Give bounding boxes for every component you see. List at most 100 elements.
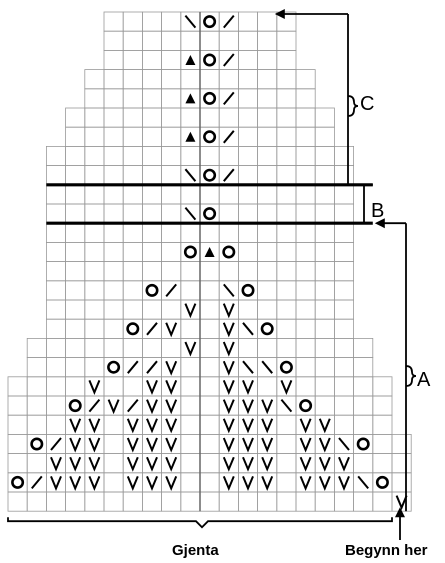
grid-cell	[199, 414, 220, 435]
grid-cell	[257, 11, 278, 32]
grid-cell	[276, 222, 297, 243]
start-here-label: Begynn her	[345, 542, 428, 559]
yarn-over-symbol	[299, 399, 313, 413]
grid-cell	[353, 376, 374, 397]
v-stitch-symbol	[242, 418, 254, 434]
grid-cell	[353, 357, 374, 378]
grid-cell	[314, 491, 335, 512]
knit-2-tog-symbol	[223, 283, 235, 298]
start-arrowhead	[395, 507, 405, 518]
v-stitch-symbol	[338, 456, 350, 472]
grid-cell	[199, 184, 220, 205]
v-stitch-symbol	[395, 495, 408, 511]
yarn-over-symbol	[241, 283, 255, 297]
grid-cell	[199, 357, 220, 378]
grid-cell	[122, 203, 143, 224]
v-stitch-symbol	[338, 476, 350, 491]
grid-cell	[122, 222, 143, 243]
v-stitch-symbol	[146, 399, 158, 415]
grid-cell	[161, 337, 182, 358]
v-stitch-symbol	[165, 418, 178, 434]
v-stitch-symbol	[126, 437, 139, 453]
grid-cell	[141, 126, 162, 147]
v-stitch-symbol	[69, 418, 82, 434]
grid-cell	[122, 337, 143, 358]
v-stitch-symbol	[50, 456, 62, 472]
grid-cell	[180, 222, 201, 243]
grid-cell	[295, 491, 316, 512]
grid-cell	[65, 165, 86, 186]
v-stitch-symbol	[50, 476, 62, 491]
grid-cell	[122, 50, 143, 71]
slip-knit-pass-symbol	[127, 398, 139, 413]
slip-knit-pass-symbol	[88, 398, 101, 413]
grid-cell	[372, 433, 393, 454]
grid-cell	[46, 165, 67, 186]
grid-cell	[372, 453, 393, 474]
grid-cell	[199, 69, 220, 90]
grid-cell	[237, 491, 258, 512]
chart-symbols	[11, 14, 408, 511]
grid-cell	[26, 414, 47, 435]
grid-cell	[257, 203, 278, 224]
grid-cell	[103, 222, 124, 243]
grid-cell	[84, 280, 105, 301]
knit-2-tog-symbol	[261, 360, 273, 374]
v-stitch-symbol	[88, 418, 101, 434]
slip-knit-pass-symbol	[223, 14, 235, 29]
grid-cell	[180, 491, 201, 512]
grid-cell	[314, 376, 335, 397]
grid-cell	[122, 145, 143, 166]
grid-cell	[26, 376, 47, 397]
grid-cell	[65, 357, 86, 378]
grid-cell	[333, 241, 354, 262]
grid-cell	[103, 491, 124, 512]
grid-cell	[257, 107, 278, 128]
grid-cell	[84, 299, 105, 320]
grid-cell	[199, 222, 220, 243]
yarn-over-symbol	[107, 360, 121, 374]
grid-cell	[314, 107, 335, 128]
grid-cell	[372, 395, 393, 416]
grid-cell	[276, 126, 297, 147]
grid-cell	[276, 241, 297, 262]
grid-cell	[237, 203, 258, 224]
grid-cell	[276, 357, 297, 378]
grid-cell	[295, 88, 316, 109]
grid-cell	[122, 318, 143, 339]
grid-cell	[161, 241, 182, 262]
grid-cell	[199, 50, 220, 71]
chart-grid	[7, 11, 412, 512]
grid-cell	[7, 472, 28, 493]
grid-cell	[333, 299, 354, 320]
grid-cell	[257, 261, 278, 282]
grid-cell	[141, 50, 162, 71]
slip-knit-pass-symbol	[223, 91, 235, 106]
grid-cell	[46, 318, 67, 339]
grid-cell	[237, 299, 258, 320]
grid-cell	[257, 88, 278, 109]
brace-a	[405, 365, 417, 387]
grid-cell	[180, 453, 201, 474]
grid-cell	[218, 222, 239, 243]
grid-cell	[372, 472, 393, 493]
grid-cell	[84, 241, 105, 262]
grid-cell	[276, 337, 297, 358]
grid-cell	[65, 299, 86, 320]
v-stitch-symbol	[318, 418, 331, 434]
v-stitch-symbol	[222, 476, 235, 491]
arrowhead-a	[374, 218, 385, 229]
v-stitch-symbol	[222, 399, 235, 415]
grid-cell	[257, 184, 278, 205]
slip-knit-pass-symbol	[127, 360, 139, 374]
v-stitch-symbol	[222, 322, 235, 338]
grid-cell	[199, 472, 220, 493]
grid-cell	[218, 184, 239, 205]
grid-cell	[199, 88, 220, 109]
grid-cell	[199, 318, 220, 339]
grid-cell	[218, 69, 239, 90]
grid-cell	[103, 433, 124, 454]
grid-cell	[353, 491, 374, 512]
grid-cell	[141, 30, 162, 51]
v-stitch-symbol	[165, 476, 178, 491]
